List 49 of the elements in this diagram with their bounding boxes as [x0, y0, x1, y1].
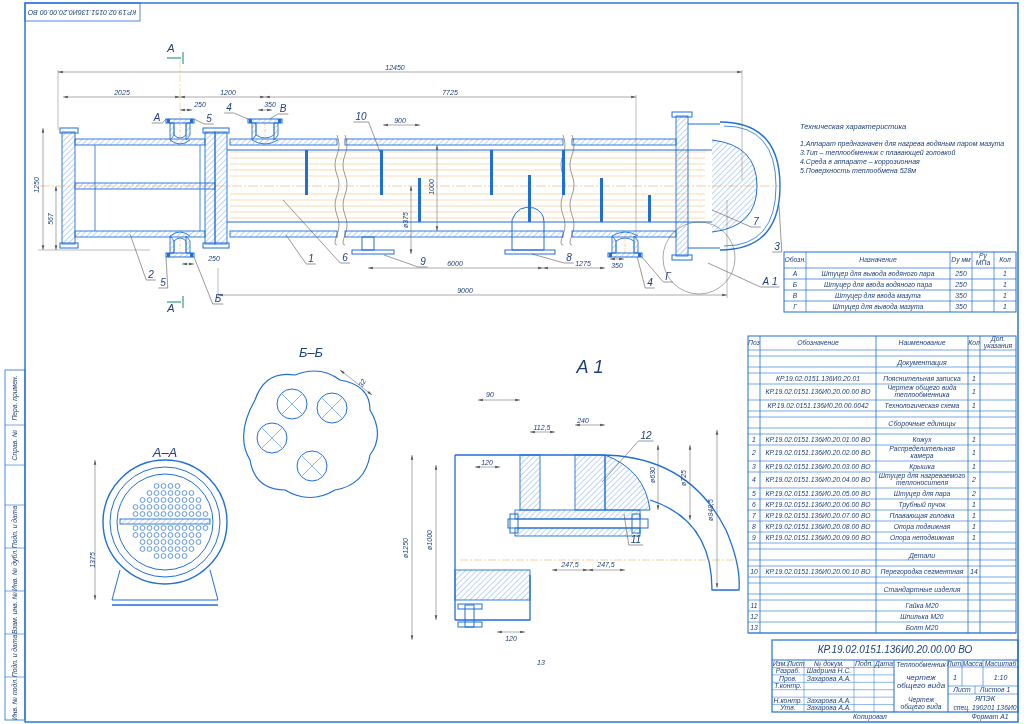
callout-number: 11 — [628, 535, 644, 545]
callout-number: 4 — [224, 103, 234, 113]
callout-number: 6 — [340, 253, 350, 263]
nozzle-drawing — [607, 231, 643, 258]
leader-line — [641, 256, 674, 283]
leader-line — [383, 254, 429, 268]
callout-number: А — [151, 113, 163, 123]
leader-line — [269, 113, 289, 120]
leader-line — [193, 256, 224, 305]
callout-number: 7 — [751, 217, 761, 227]
leader-line — [223, 112, 249, 120]
leader-line — [771, 204, 783, 253]
callout-number: 5 — [158, 278, 168, 288]
callout-number: 1 — [306, 254, 316, 264]
leader-line — [151, 118, 167, 124]
leader-line — [282, 199, 351, 264]
leader-line — [636, 256, 656, 289]
leader-line — [601, 440, 654, 483]
callout-number: 10 — [353, 112, 369, 122]
section-mark: А — [167, 302, 175, 314]
drawing-title: чертеж общего вида — [895, 674, 947, 690]
nozzle-drawing — [247, 118, 283, 145]
callout-number: 8 — [564, 253, 574, 263]
callout-number: 9 — [418, 257, 428, 267]
nozzle-drawing — [165, 231, 195, 258]
section-title: А 1 — [576, 358, 604, 376]
leader-line — [129, 233, 157, 281]
leader-line — [193, 118, 215, 125]
callout-number: 5 — [204, 114, 214, 124]
leader-line — [623, 513, 644, 546]
nozzle-drawing — [165, 118, 195, 145]
leader-line — [531, 253, 575, 264]
leader-line — [711, 209, 762, 228]
callout-number: 12 — [638, 431, 654, 441]
leader-line — [707, 262, 780, 288]
callout-number: 4 — [645, 278, 655, 288]
callout-number: 3 — [772, 242, 782, 252]
section-title: А–А — [152, 445, 178, 459]
drawing-number: КР.19.02.0151.136И0.20.00.00 ВО — [817, 645, 973, 655]
callout-number: Б — [212, 294, 224, 304]
leader-line — [157, 256, 169, 289]
callout-number: 2 — [146, 270, 156, 280]
section-mark: А — [167, 42, 175, 54]
section-title: Б–Б — [298, 345, 324, 359]
leader-line — [353, 121, 381, 153]
callout-number: Г — [663, 272, 673, 282]
callout-number: А 1 — [760, 277, 780, 287]
callout-number: В — [277, 104, 289, 114]
leader-line — [285, 234, 317, 265]
